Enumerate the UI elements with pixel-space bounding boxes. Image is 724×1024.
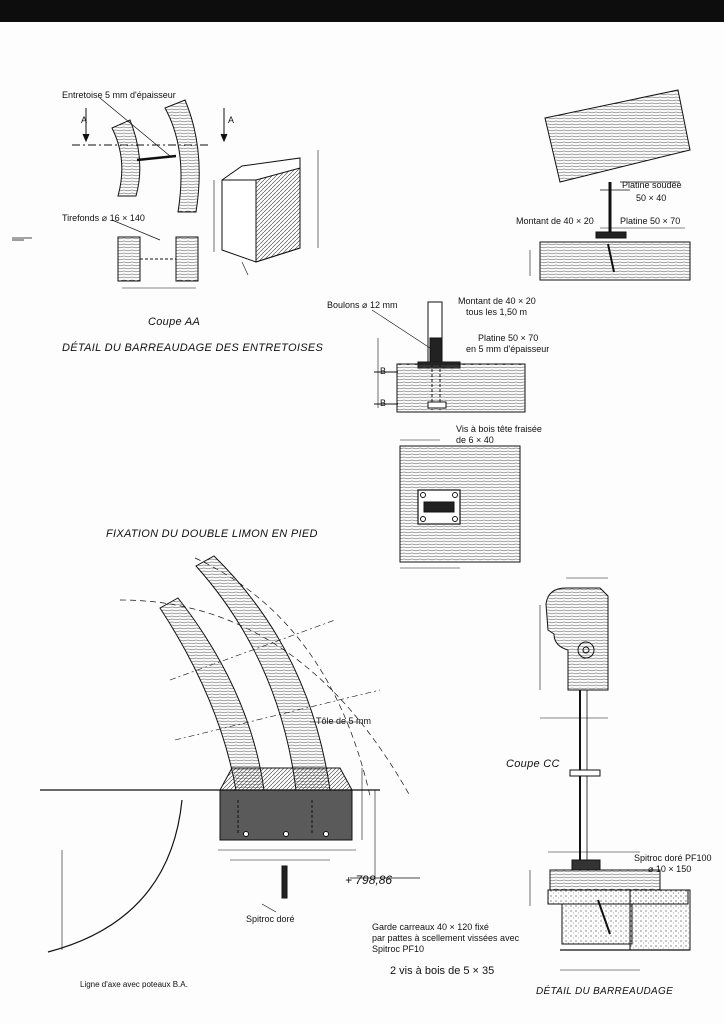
label-level: + 798,86	[345, 873, 393, 887]
label-arrow-a-right: A	[228, 115, 235, 125]
title-coupe-aa: Coupe AA	[148, 316, 201, 328]
label-spitroc: Spitroc doré	[246, 914, 295, 924]
label-arrow-b-bottom: B	[380, 398, 387, 408]
label-montant-tous: Montant de 40 × 20	[458, 296, 536, 306]
scan-top-border	[0, 0, 724, 22]
label-arrow-a-left: A	[81, 115, 88, 125]
label-garde3: Spitroc PF10	[372, 944, 425, 954]
label-entretoise: Entretoise 5 mm d'épaisseur	[62, 90, 176, 100]
label-tous-les: tous les 1,50 m	[466, 307, 528, 317]
label-platine-50x70: Platine 50 × 70	[620, 216, 681, 226]
boulons-drawing	[371, 301, 526, 569]
label-garde2: par pattes à scellement vissées avec	[372, 933, 520, 943]
label-tole: Tôle de 5 mm	[316, 716, 372, 726]
label-montant-40x20: Montant de 40 × 20	[516, 216, 594, 226]
label-spitroc-pf100: Spitroc doré PF100	[634, 853, 712, 863]
platine-soudee-drawing	[529, 89, 691, 281]
coupe-aa-drawing	[72, 97, 319, 289]
label-platine-soudee: Platine soudée	[622, 180, 682, 190]
label-arrow-b-top: B	[380, 366, 387, 376]
label-platine-ep: Platine 50 × 70	[478, 333, 539, 343]
title-detail-barreaudage: DÉTAIL DU BARREAUDAGE	[536, 986, 674, 997]
label-garde1: Garde carreaux 40 × 120 fixé	[372, 922, 489, 932]
label-boulons: Boulons ⌀ 12 mm	[327, 300, 398, 310]
label-tirefonds: Tirefonds ⌀ 16 × 140	[62, 213, 145, 223]
double-limon-drawing	[40, 555, 420, 953]
label-vis-bois2: de 6 × 40	[456, 435, 494, 445]
label-ligne-axe: Ligne d'axe avec poteaux B.A.	[80, 980, 188, 989]
label-spitroc-dim: ⌀ 10 × 150	[648, 864, 692, 874]
label-deux-vis: 2 vis à bois de 5 × 35	[390, 965, 495, 977]
title-detail-entretoises: DÉTAIL DU BARREAUDAGE DES ENTRETOISES	[62, 342, 324, 354]
title-fixation: FIXATION DU DOUBLE LIMON EN PIED	[106, 528, 318, 540]
label-platine-ep2: en 5 mm d'épaisseur	[466, 344, 550, 354]
title-coupe-cc: Coupe CC	[506, 758, 560, 770]
coupe-cc-drawing	[529, 577, 691, 971]
margin-marks	[12, 237, 32, 241]
label-platine-soudee-dim: 50 × 40	[636, 193, 667, 203]
label-vis-bois: Vis à bois tête fraisée	[456, 424, 542, 434]
